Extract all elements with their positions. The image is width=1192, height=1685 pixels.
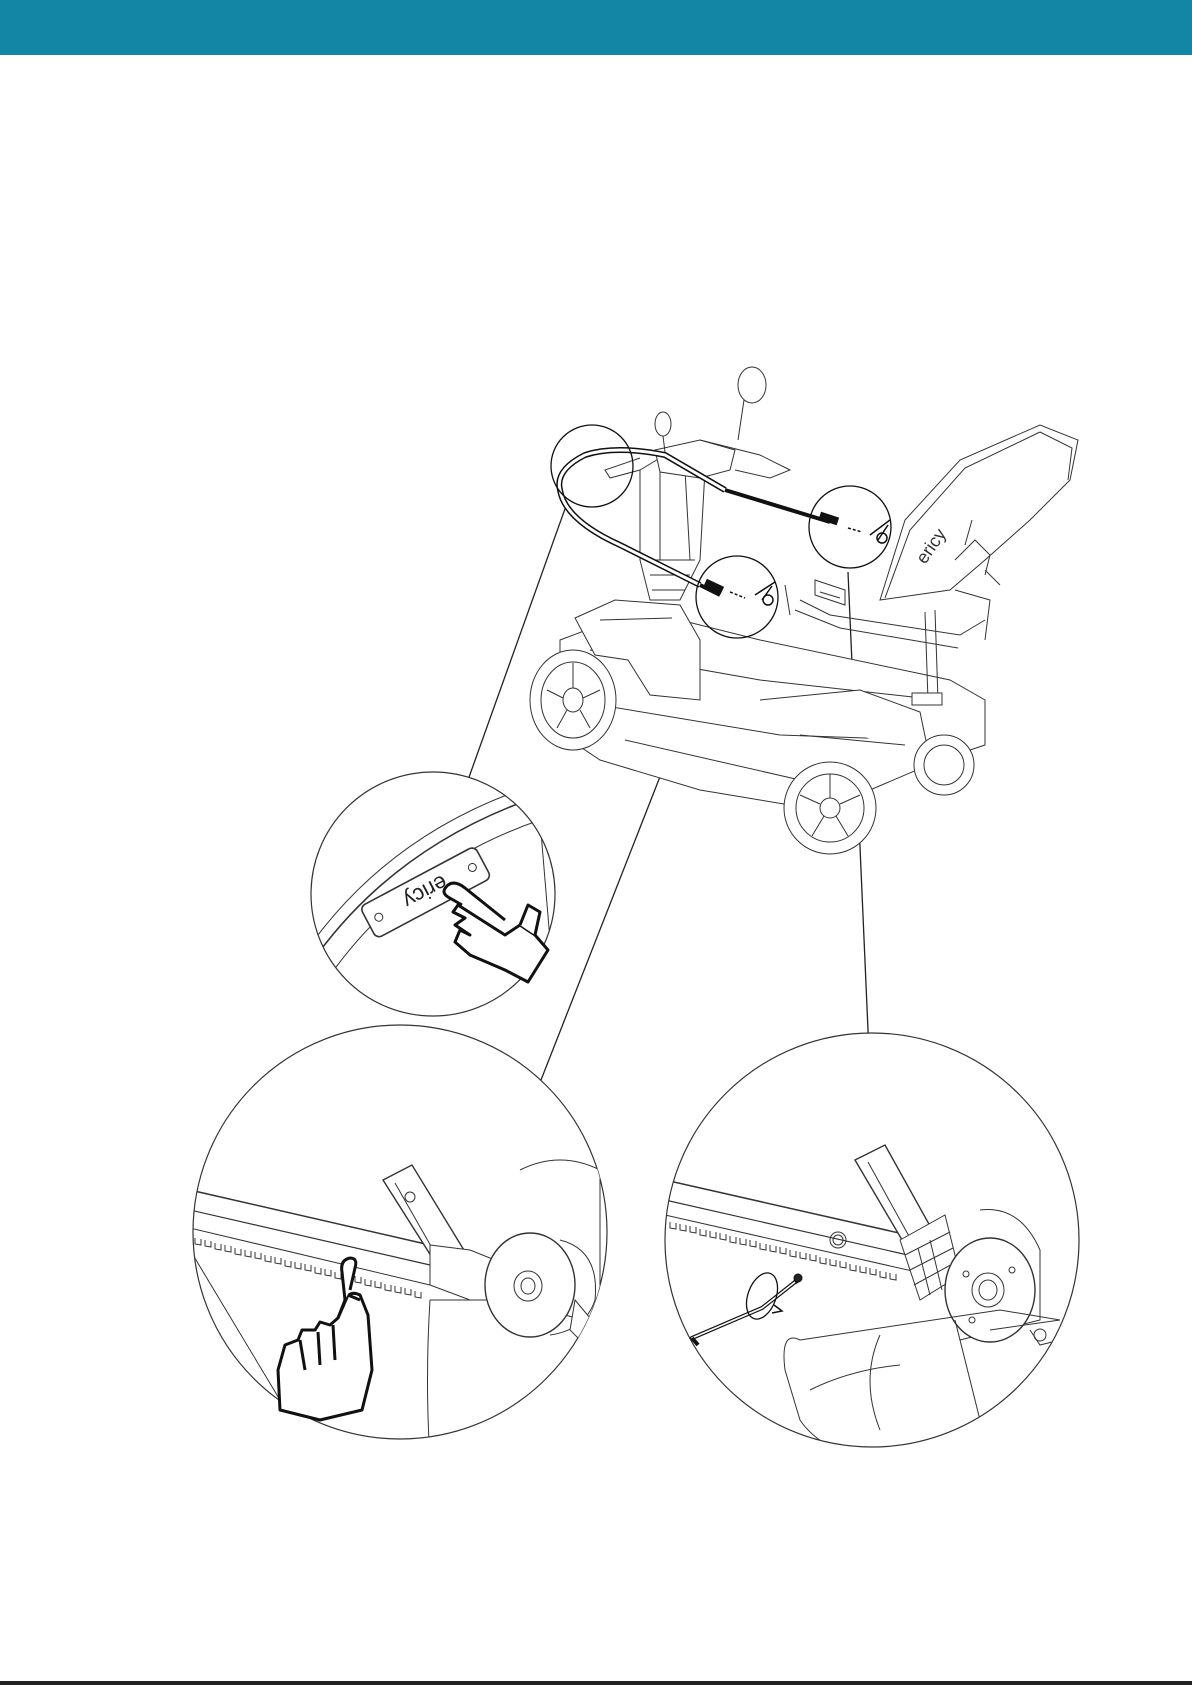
- rail-press-detail-callout: [190, 1025, 607, 1460]
- bottom-rule: [0, 1681, 1192, 1685]
- screw-tighten-detail-callout: [665, 1033, 1079, 1460]
- front-wheel: [530, 650, 616, 750]
- badge-detail-callout: ericy: [300, 772, 555, 1016]
- rear-wheel: [784, 762, 876, 854]
- accessory-rail: [559, 450, 890, 605]
- scooter-drawing: ericy: [530, 367, 1078, 854]
